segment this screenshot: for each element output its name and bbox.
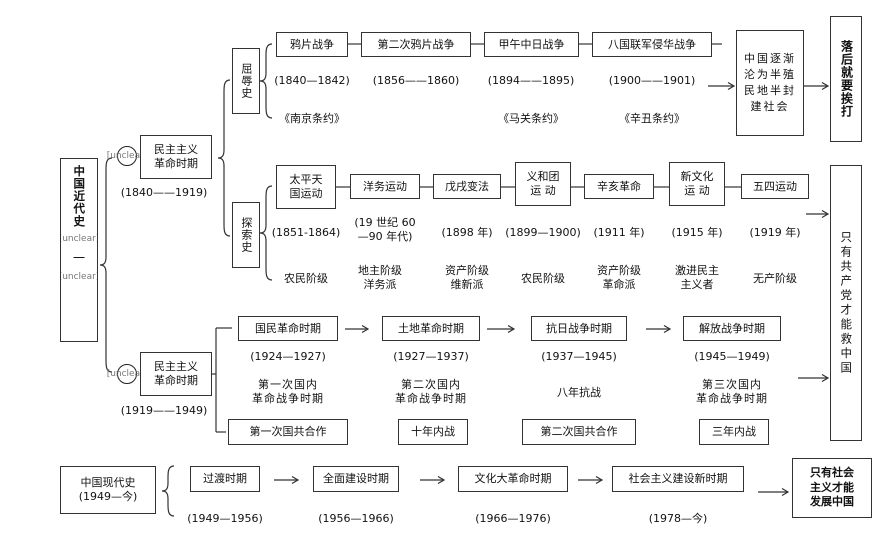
arrow-period2-3-head — [663, 324, 672, 334]
date-anti-japanese-war: (1937—1945) — [541, 350, 617, 363]
war-first-civil: 第一次国内 革命战争时期 — [252, 378, 324, 406]
date-xinhai-revolution: (1911 年) — [593, 226, 645, 239]
date-liberation-war: (1945—1949) — [694, 350, 770, 363]
date-sino-japanese-war: (1894——1895) — [487, 74, 575, 87]
event-sino-japanese-war: 甲午中日战争 — [484, 32, 579, 57]
event-xinhai-revolution: 辛亥革命 — [584, 174, 654, 199]
arrow-to-backwardness-head — [821, 81, 830, 91]
date-boxer-movement: (1899—1900) — [505, 226, 581, 239]
first-kmt-cpc-cooperation: 第一次国共合作 — [228, 419, 348, 445]
date-new-socialist-construction: (1978—今) — [648, 512, 708, 525]
treaty-boxer-protocol: 《辛丑条约》 — [619, 112, 685, 125]
class-taiping: 农民阶级 — [284, 272, 328, 285]
class-may-fourth: 无产阶级 — [753, 272, 797, 285]
modern-history-brace — [99, 157, 113, 373]
class-self-strengthening: 地主阶级 洋务派 — [358, 264, 402, 292]
date-full-construction: (1956—1966) — [318, 512, 394, 525]
period-land-revolution: 土地革命时期 — [382, 316, 480, 341]
humiliation-label: 屈辱史 — [232, 48, 260, 114]
period2-marker: [unclear] — [107, 364, 147, 384]
modern-history-title: 中国近代史 — [72, 165, 87, 228]
war-second-civil: 第二次国内 革命战争时期 — [395, 378, 467, 406]
arrow-period2-1-head — [361, 324, 370, 334]
arrow-exploration-to-cpc-head — [821, 209, 830, 219]
ten-year-civil-war: 十年内战 — [398, 419, 468, 445]
period-liberation-war: 解放战争时期 — [683, 316, 781, 341]
date-transition: (1949—1956) — [187, 512, 263, 525]
backwardness-conclusion: 落后就要挨打 — [830, 16, 862, 142]
socialism-develops-china-conclusion: 只有社会 主义才能 发展中国 — [792, 458, 872, 518]
period-row-2: 一 — [72, 250, 85, 265]
period-cultural-revolution: 文化大革命时期 — [458, 466, 568, 492]
event-second-opium-war: 第二次鸦片战争 — [361, 32, 471, 57]
semi-colonial-result-box: 中国逐渐沦为半殖民地半封建社会 — [736, 30, 804, 136]
three-year-civil-war: 三年内战 — [699, 419, 769, 445]
period-full-construction: 全面建设时期 — [313, 466, 399, 492]
event-self-strengthening: 洋务运动 — [350, 174, 420, 199]
event-hundred-days-reform: 戊戌变法 — [433, 174, 501, 199]
date-national-revolution: (1924—1927) — [250, 350, 326, 363]
period1-dates: (1840——1919) — [120, 186, 208, 199]
date-land-revolution: (1927—1937) — [393, 350, 469, 363]
arrow-contemporary-1-head — [291, 475, 300, 485]
treaty-shimonoseki: 《马关条约》 — [498, 112, 564, 125]
war-third-civil: 第三次国内 革命战争时期 — [696, 378, 768, 406]
date-new-culture-movement: (1915 年) — [671, 226, 723, 239]
cpc-saves-china-conclusion: 只有共产党才能救中国 — [830, 165, 862, 441]
period-row-3: [unclear] — [60, 271, 98, 282]
contemporary-history-box: 中国现代史 (1949—今) — [60, 466, 156, 514]
date-second-opium-war: (1856——1860) — [372, 74, 460, 87]
period1-brace — [217, 79, 231, 237]
contemporary-brace — [161, 465, 175, 517]
arrow-period2-2-head — [507, 324, 516, 334]
date-hundred-days-reform: (1898 年) — [441, 226, 493, 239]
event-taiping: 太平天 国运动 — [276, 165, 336, 209]
arrow-contemporary-2-head — [437, 475, 446, 485]
date-taiping: (1851-1864) — [271, 226, 341, 239]
date-opium-war: (1840—1842) — [274, 74, 350, 87]
exploration-brace — [259, 185, 273, 281]
class-new-culture-movement: 激进民主 主义者 — [675, 264, 719, 292]
period2-title-box: 民主主义 革命时期 — [140, 352, 212, 396]
arrow-to-socialism-conclusion-head — [781, 487, 790, 497]
period-anti-japanese-war: 抗日战争时期 — [531, 316, 627, 341]
event-boxer-movement: 义和团 运 动 — [515, 162, 571, 206]
event-may-fourth: 五四运动 — [741, 174, 809, 199]
second-kmt-cpc-cooperation: 第二次国共合作 — [522, 419, 636, 445]
period-national-revolution: 国民革命时期 — [238, 316, 338, 341]
period2-dates: (1919——1949) — [120, 404, 208, 417]
period1-marker: [unclear] — [107, 146, 147, 166]
arrow-to-semi-colonial-head — [727, 81, 736, 91]
class-boxer-movement: 农民阶级 — [521, 272, 565, 285]
date-cultural-revolution: (1966—1976) — [475, 512, 551, 525]
exploration-label: 探索史 — [232, 202, 260, 268]
war-eight-year-resistance: 八年抗战 — [557, 386, 601, 399]
class-xinhai-revolution: 资产阶级 革命派 — [597, 264, 641, 292]
arrow-period2-to-cpc-head — [821, 373, 830, 383]
event-new-culture-movement: 新文化 运 动 — [669, 162, 725, 206]
humiliation-brace — [259, 43, 273, 119]
modern-history-box: 中国近代史 [unclear] 一 [unclear] — [60, 158, 98, 342]
period-transition: 过渡时期 — [190, 466, 260, 492]
date-self-strengthening: (19 世纪 60 —90 年代) — [354, 216, 416, 244]
arrow-contemporary-3-head — [595, 475, 604, 485]
treaty-nanjing: 《南京条约》 — [279, 112, 345, 125]
event-opium-war: 鸦片战争 — [276, 32, 348, 57]
date-eight-nation-alliance: (1900——1901) — [608, 74, 696, 87]
class-hundred-days-reform: 资产阶级 维新派 — [445, 264, 489, 292]
period1-title-box: 民主主义 革命时期 — [140, 135, 212, 179]
period-row-1: [unclear] — [60, 233, 98, 244]
period-new-socialist-construction: 社会主义建设新时期 — [612, 466, 744, 492]
event-eight-nation-alliance: 八国联军侵华战争 — [592, 32, 712, 57]
date-may-fourth: (1919 年) — [749, 226, 801, 239]
